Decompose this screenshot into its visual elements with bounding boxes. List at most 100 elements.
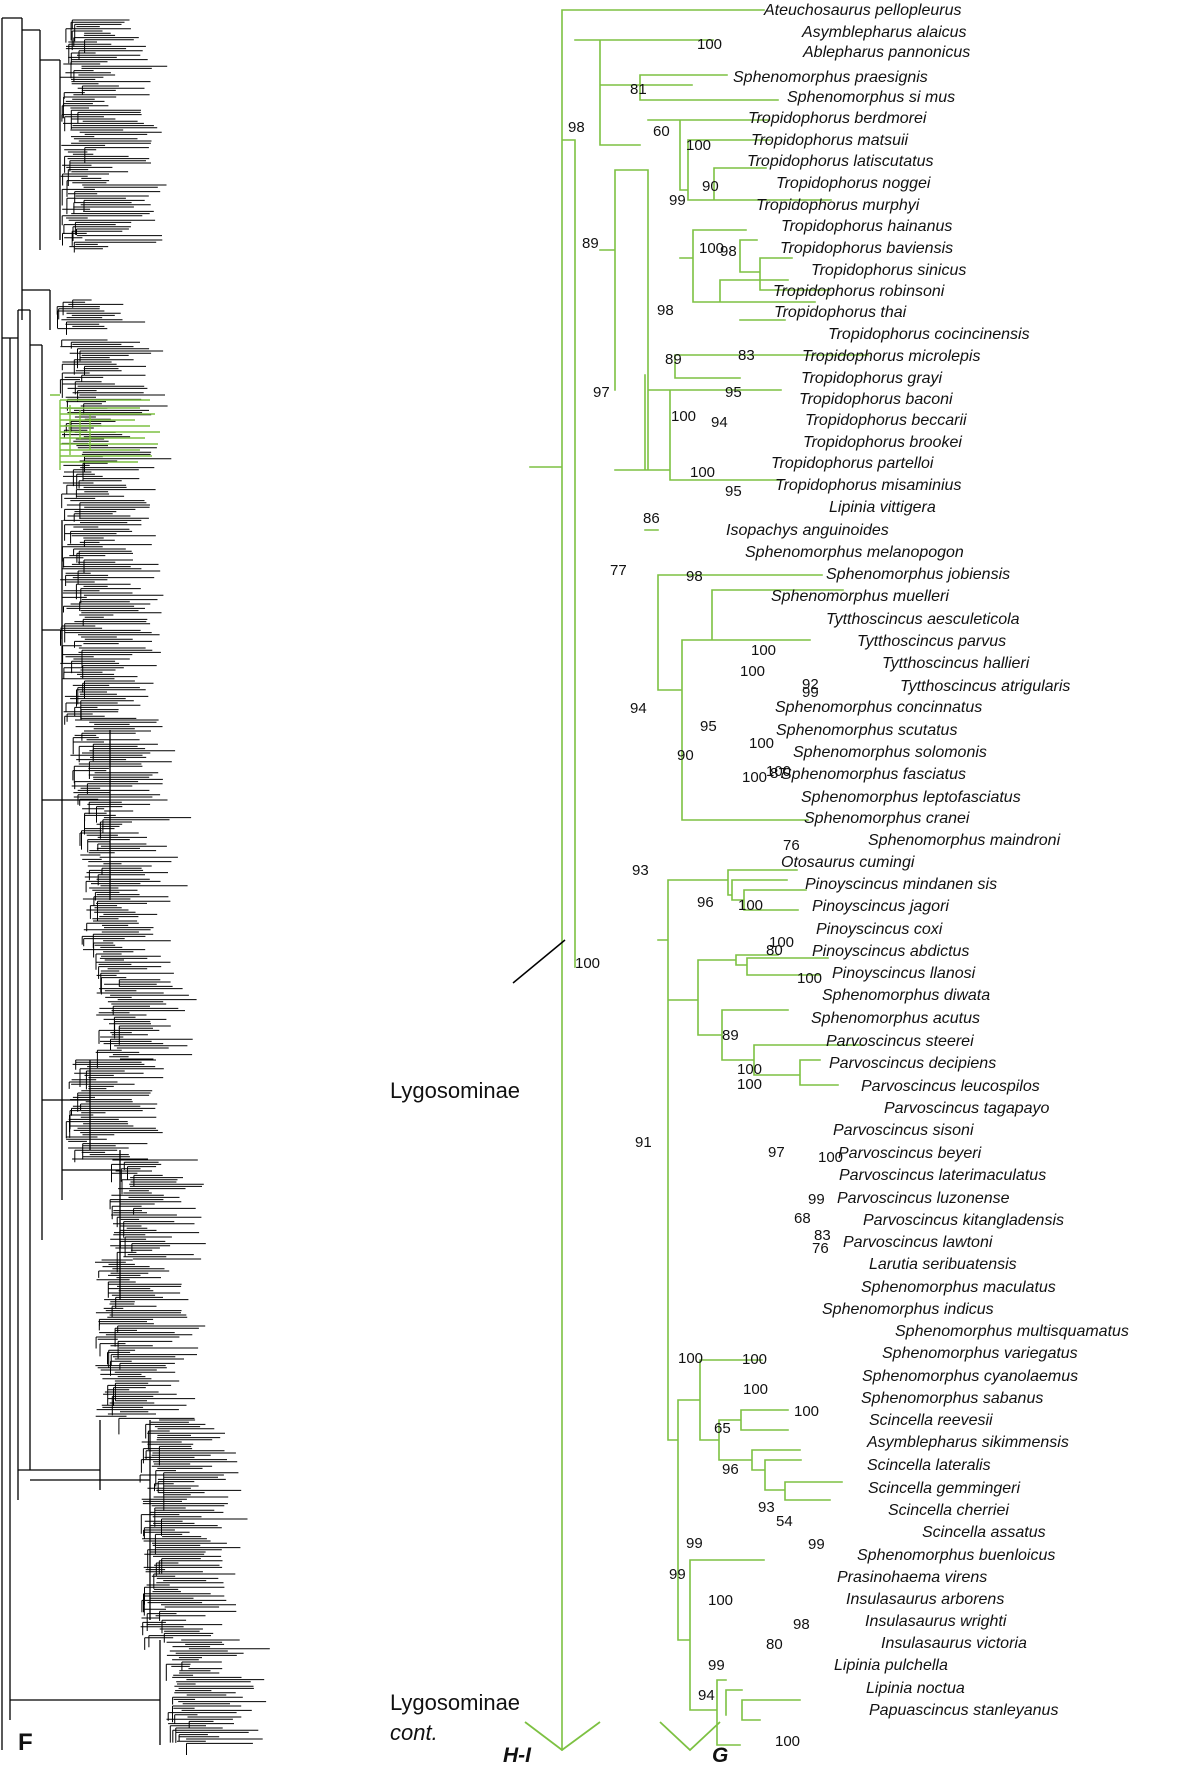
bootstrap-value: 89	[582, 235, 599, 252]
taxon-label: Insulasaurus victoria	[881, 1635, 1027, 1652]
taxon-label: Isopachys anguinoides	[726, 522, 889, 539]
bootstrap-value: 76	[783, 837, 800, 854]
taxon-label: Sphenomorphus muelleri	[771, 588, 949, 605]
overview-highlight-clade	[50, 394, 160, 470]
bootstrap-value: 100	[751, 642, 776, 659]
taxon-label: Lipinia pulchella	[834, 1657, 948, 1674]
bootstrap-value: 100	[686, 137, 711, 154]
lygosominae-annotation: Lygosominae Lygosominae cont.	[390, 939, 566, 1745]
taxon-label: Parvoscincus steerei	[826, 1033, 974, 1050]
bootstrap-value: 80	[766, 1636, 783, 1653]
bootstrap-value: 100	[742, 1351, 767, 1368]
taxon-label: Insulasaurus wrighti	[865, 1613, 1007, 1630]
bootstrap-value: 86	[643, 510, 660, 527]
taxon-label: Tropidophorus hainanus	[781, 218, 952, 235]
bootstrap-value: 100	[769, 934, 794, 951]
bootstrap-value: 100	[738, 897, 763, 914]
bootstrap-value: 95	[725, 384, 742, 401]
taxon-label: Ateuchosaurus pellopleurus	[763, 2, 961, 19]
taxon-label: Tropidophorus thai	[774, 304, 907, 321]
continuation-label-h-i: H-I	[503, 1744, 532, 1763]
taxon-label: Tropidophorus berdmorei	[748, 110, 927, 127]
panel-letter: F	[18, 1729, 33, 1756]
taxon-label: Tropidophorus murphyi	[756, 197, 920, 214]
taxon-label: Tytthoscincus atrigularis	[900, 678, 1070, 695]
bootstrap-value: 99	[802, 684, 819, 701]
bootstrap-value: 98	[657, 302, 674, 319]
bootstrap-value: 65	[714, 1420, 731, 1437]
taxon-label: Parvoscincus luzonense	[837, 1190, 1010, 1207]
bootstrap-value: 89	[665, 351, 682, 368]
taxon-label: Parvoscincus sisoni	[833, 1122, 974, 1139]
bootstrap-value: 54	[776, 1513, 793, 1530]
taxon-label: Tytthoscincus hallieri	[882, 655, 1030, 672]
taxon-label: Tropidophorus grayi	[801, 370, 943, 387]
taxon-label: Parvoscincus lawtoni	[843, 1234, 993, 1251]
bootstrap-value: 100	[742, 769, 767, 786]
arrow-h-i	[524, 1721, 601, 1752]
bootstrap-value: 95	[725, 483, 742, 500]
taxon-label: Prasinohaema virens	[837, 1569, 987, 1586]
taxon-label: Sphenomorphus cranei	[804, 810, 970, 827]
bootstrap-value: 98	[568, 119, 585, 136]
taxon-label: Parvoscincus decipiens	[829, 1055, 996, 1072]
bootstrap-value: 94	[698, 1687, 715, 1704]
taxon-label: Asymblepharus sikimmensis	[866, 1434, 1069, 1451]
bootstrap-value: 81	[630, 81, 647, 98]
taxon-label: Parvoscincus leucospilos	[861, 1078, 1040, 1095]
taxon-label: Tropidophorus latiscutatus	[747, 153, 933, 170]
taxon-label: Pinoyscincus coxi	[816, 921, 943, 938]
taxon-label: Sphenomorphus fasciatus	[781, 766, 966, 783]
taxon-label: Tropidophorus beccarii	[805, 412, 967, 429]
bootstrap-value: 76	[812, 1240, 829, 1257]
taxon-label: Papuascincus stanleyanus	[869, 1702, 1058, 1719]
tree-branch-lines	[529, 9, 869, 1751]
bootstrap-value: 83	[814, 1227, 831, 1244]
continuation-label-g: G	[712, 1744, 728, 1763]
bootstrap-value: 100	[708, 1592, 733, 1609]
bootstrap-value: 100	[697, 36, 722, 53]
bootstrap-value: 91	[635, 1134, 652, 1151]
taxon-label: Tropidophorus microlepis	[802, 348, 980, 365]
taxon-label: Sphenomorphus si mus	[787, 89, 955, 106]
bootstrap-value: 60	[653, 123, 670, 140]
taxon-label: Tropidophorus robinsoni	[773, 283, 945, 300]
bootstrap-value: 100	[743, 1381, 768, 1398]
taxon-label: Sphenomorphus jobiensis	[826, 566, 1010, 583]
taxon-label: Pinoyscincus abdictus	[812, 943, 969, 960]
bootstrap-value: 87	[770, 765, 787, 782]
bootstrap-value: 98	[686, 568, 703, 585]
bootstrap-value: 89	[722, 1027, 739, 1044]
taxon-label: Insulasaurus arborens	[846, 1591, 1004, 1608]
taxon-label: Tropidophorus baviensis	[780, 240, 953, 257]
taxon-label: Tytthoscincus parvus	[857, 633, 1006, 650]
taxon-label: Parvoscincus kitangladensis	[863, 1212, 1064, 1229]
bootstrap-value: 95	[700, 718, 717, 735]
bootstrap-value: 99	[808, 1536, 825, 1553]
taxon-label: Asymblepharus alaicus	[801, 24, 967, 41]
bootstrap-value: 100	[690, 464, 715, 481]
taxon-label: Parvoscincus beyeri	[838, 1145, 982, 1162]
taxon-label: Tropidophorus noggei	[776, 175, 931, 192]
taxon-label: Tropidophorus misaminius	[775, 477, 961, 494]
taxon-label: Tropidophorus matsuii	[751, 132, 909, 149]
taxon-label: Sphenomorphus leptofasciatus	[801, 789, 1021, 806]
taxon-label: Larutia seribuatensis	[869, 1256, 1017, 1273]
bootstrap-value: 98	[720, 243, 737, 260]
taxon-label: Tropidophorus baconi	[799, 391, 953, 408]
bootstrap-value: 99	[686, 1535, 703, 1552]
taxon-label: Tytthoscincus aesculeticola	[826, 611, 1020, 628]
continuation-clade-label: Lygosominae	[390, 1690, 520, 1715]
taxon-label: Sphenomorphus diwata	[822, 987, 990, 1004]
taxon-label: Lipinia noctua	[866, 1680, 965, 1697]
bootstrap-value: 93	[632, 862, 649, 879]
taxon-label: Sphenomorphus acutus	[811, 1010, 980, 1027]
bootstrap-value: 99	[808, 1191, 825, 1208]
taxon-label: Sphenomorphus multisquamatus	[895, 1323, 1129, 1340]
taxon-label: Pinoyscincus llanosi	[832, 965, 976, 982]
taxon-label: Sphenomorphus melanopogon	[745, 544, 964, 561]
bootstrap-value: 77	[610, 562, 627, 579]
bootstrap-value: 83	[738, 347, 755, 364]
taxon-label: Scincella reevesii	[869, 1412, 993, 1429]
